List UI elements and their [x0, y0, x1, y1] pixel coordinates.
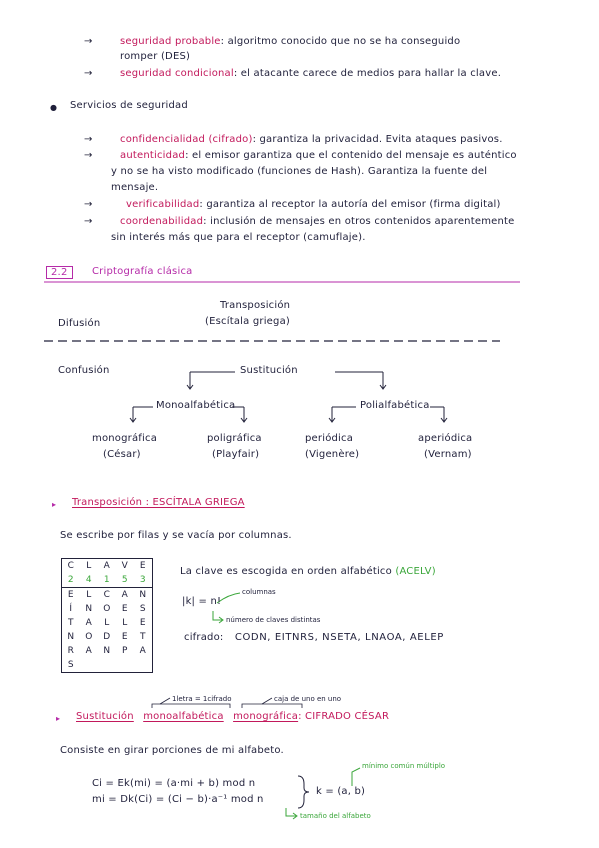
arrow-icon: → [84, 134, 93, 145]
transposicion-desc: Se escribe por filas y se vacía por colu… [60, 530, 292, 541]
tamano-alfabeto-annotation: tamaño del alfabeto [300, 812, 371, 820]
diagram-aperiodica: aperiódica [418, 433, 473, 444]
top-line-1-continuation: romper (DES) [120, 51, 191, 62]
key-row: C L A V E [67, 561, 147, 571]
diagram-difusion: Difusión [58, 318, 101, 329]
cesar-encrypt-formula: Ci = Ek(mi) = (a·mi + b) mod n [92, 778, 256, 789]
diagram-escitala: (Escítala griega) [205, 316, 291, 327]
numero-claves-annotation: número de claves distintas [226, 616, 321, 624]
arrow-icon: → [84, 68, 93, 79]
section-title: Criptografía clásica [92, 266, 193, 277]
cifrado-line: cifrado: CODN, EITNRS, NSETA, LNAOA, AEL… [184, 632, 444, 643]
diagram-monoalfabetica: Monoalfabética [156, 400, 236, 411]
arrow-icon: → [84, 199, 93, 210]
table-row: Í N O E S [69, 604, 147, 614]
section-number: 2.2 [46, 266, 73, 279]
diagram-periodica: periódica [305, 433, 354, 444]
diagram-poligrafica: poligráfica [207, 433, 262, 444]
top-line-2: seguridad condicional: el atacante carec… [120, 68, 502, 79]
cesar-decrypt-formula: mi = Dk(Ci) = (Ci − b)·a⁻¹ mod n [92, 794, 264, 805]
bullet-icon: ▸ [56, 714, 61, 723]
arrow-icon: → [84, 216, 93, 227]
escitala-table: C L A V E 2 4 1 5 3 E L C A N Í N O E S … [61, 558, 153, 673]
diagram-monografica: monográfica [92, 433, 158, 444]
arrow-icon: → [84, 36, 93, 47]
order-row: 2 4 1 5 3 [67, 575, 147, 585]
diagram-transposicion: Transposición [220, 300, 291, 311]
diagram-polialfabetica: Polialfabética [360, 400, 430, 411]
columnas-annotation: columnas [242, 588, 276, 596]
key-count-formula: |k| = n! [182, 596, 222, 607]
diagram-sustitucion: Sustitución [240, 365, 298, 376]
sustitucion-heading: Sustitución monoalfabética monográfica: … [76, 711, 390, 722]
table-row: S [67, 660, 75, 670]
service-verificabilidad: verificabilidad: garantiza al receptor l… [126, 199, 501, 210]
table-row: E L C A N [62, 587, 152, 602]
service-confidencialidad: confidencialidad (cifrado): garantiza la… [120, 134, 503, 145]
table-row: T A L L E [68, 618, 147, 628]
sustitucion-desc: Consiste en girar porciones de mi alfabe… [60, 745, 284, 756]
services-title: Servicios de seguridad [70, 100, 188, 111]
bullet-icon: ▸ [52, 500, 57, 509]
mcm-annotation: mínimo común múltiplo [362, 762, 446, 770]
cesar-key: k = (a, b) [316, 786, 366, 797]
service-autenticidad: autenticidad: el emisor garantiza que el… [120, 150, 517, 161]
arrow-icon: → [84, 150, 93, 161]
clave-note: La clave es escogida en orden alfabético… [180, 566, 436, 577]
table-row: N O D E T [67, 632, 146, 642]
diagram-confusion: Confusión [58, 365, 110, 376]
seguridad-probable-term: seguridad probable [120, 36, 221, 47]
letra-annotation: 1letra = 1cifrado [172, 695, 232, 703]
service-coordenabilidad: coordenabilidad: inclusión de mensajes e… [120, 216, 515, 227]
bullet-icon: ● [50, 103, 57, 112]
table-row: R A N P A [67, 646, 147, 656]
top-line-1: seguridad probable: algoritmo conocido q… [120, 36, 461, 47]
caja-annotation: caja de uno en uno [274, 695, 342, 703]
transposicion-heading: Transposición : ESCÍTALA GRIEGA [72, 497, 245, 508]
